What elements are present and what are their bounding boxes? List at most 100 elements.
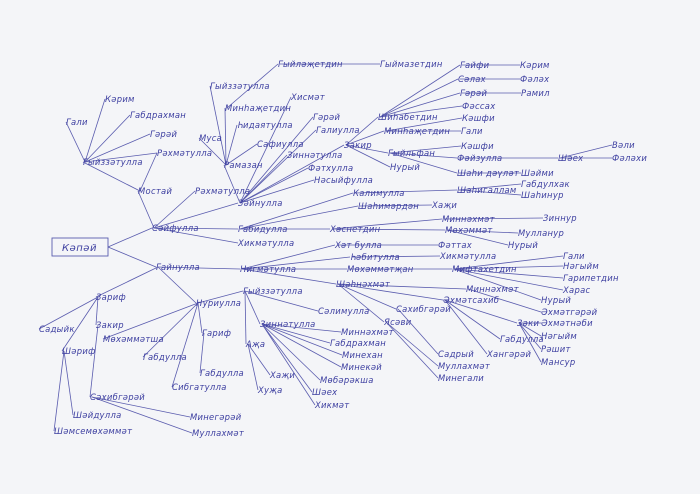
edge-n77-n80	[518, 322, 542, 350]
edge-n75-n77	[444, 299, 518, 324]
root-label: Кәпәй	[62, 243, 97, 254]
node-n67: Хикмәтулла	[439, 251, 496, 261]
node-n84: Габдулла	[500, 334, 544, 344]
node-n101: Габдулла	[143, 352, 187, 362]
edge-n61-n62	[241, 244, 336, 270]
node-n41: Гали	[461, 126, 483, 136]
node-n107: Миннәхмәт	[341, 327, 395, 337]
node-n57: Мөхәммәт	[445, 225, 493, 235]
edge-n4-n6	[84, 98, 106, 163]
node-n69: Гали	[563, 251, 585, 261]
edge-n28-n31	[345, 144, 389, 154]
edge-n11-n24	[239, 129, 317, 204]
edge-n14-n17	[209, 85, 227, 166]
edge-n2-n98	[157, 266, 197, 304]
node-n28: Закир	[344, 140, 372, 150]
node-n56: Миннәхмәт	[442, 214, 496, 224]
node-n90: Закир	[96, 320, 124, 330]
edge-n3-n4	[82, 161, 141, 192]
node-n21: Гыймазетдин	[380, 59, 443, 69]
node-n63: Һәбитулла	[350, 252, 400, 262]
node-n64: Мөхәммәтҗан	[347, 264, 414, 274]
node-n51: Фәләхи	[612, 153, 647, 163]
edge-n102-n104	[199, 332, 205, 374]
edge-n12-n34	[239, 205, 359, 230]
node-n74: Миннәхмәт	[466, 284, 520, 294]
node-n58: Зиннур	[543, 213, 577, 223]
edge-n11-n14	[223, 164, 241, 204]
node-n73: Нурый	[541, 295, 571, 305]
edge-n74-n76	[467, 288, 542, 313]
node-n114: Аҗа	[245, 339, 265, 349]
node-n66: Фәттах	[438, 240, 473, 250]
node-n35: Хәснетдин	[329, 224, 381, 234]
edge-n105-n113	[261, 323, 316, 406]
edge-n48-n53	[458, 183, 522, 191]
node-n104: Габдулла	[200, 368, 244, 378]
edge-n48-n54	[458, 189, 522, 196]
node-n4: Гыйззәтулла	[83, 157, 143, 167]
edge-n63-n67	[351, 255, 441, 258]
node-n37: Сәлах	[458, 74, 487, 84]
edge-n3-n9	[139, 152, 158, 192]
node-n62: Хәт булла	[334, 240, 382, 250]
edge-root-n2	[107, 246, 157, 268]
edge-n4-n5	[65, 121, 86, 163]
node-n3: Мостай	[138, 186, 172, 196]
edge-n92-n94	[53, 350, 65, 432]
edge-n105-n111	[261, 323, 321, 381]
node-n13: Хикмәтулла	[237, 238, 294, 248]
edge-n34-n55	[359, 204, 433, 207]
edge-n95-n96	[91, 396, 191, 418]
edges	[38, 63, 613, 434]
edge-n98-n102	[197, 302, 203, 334]
edge-n105-n107	[261, 323, 342, 333]
edge-n57-n60	[446, 229, 509, 246]
edge-n29-n39	[379, 105, 463, 118]
node-n111: Мөбәрәкша	[320, 375, 374, 385]
node-n19: Һидаятулла	[237, 120, 293, 130]
edge-n68-n72	[453, 268, 564, 291]
node-n55: Хаҗи	[431, 200, 457, 210]
node-n59: Мулланур	[518, 228, 564, 238]
node-n2: Гайнулла	[156, 262, 200, 272]
edge-n83-n88	[385, 321, 439, 379]
node-n113: Хикмәт	[314, 400, 350, 410]
edge-n56-n58	[443, 217, 544, 220]
edge-n28-n30	[345, 130, 385, 146]
edge-n65-n75	[337, 283, 444, 301]
node-n109: Минехан	[342, 350, 383, 360]
node-n43: Фәләх	[520, 74, 550, 84]
labels: КәпәйСәйфуллаГайнуллаМостайГыйззәтуллаГа…	[39, 59, 647, 438]
edge-n18-n20	[226, 63, 279, 109]
node-n72: Харас	[562, 285, 591, 295]
edge-n1-n13	[153, 227, 239, 244]
node-n112: Шәех	[312, 387, 338, 397]
edge-n29-n36	[379, 64, 461, 118]
edge-n75-n85	[444, 299, 488, 355]
edge-n98-n99	[197, 290, 244, 304]
node-n47: Шаһи дәүләт	[457, 168, 520, 178]
node-n16: Сафиулла	[257, 139, 304, 149]
edge-n11-n26	[239, 167, 309, 204]
node-n17: Гыйззәтулла	[210, 81, 270, 91]
node-n53: Габдулхак	[521, 179, 570, 189]
node-n33: Калимулла	[353, 188, 405, 198]
edge-n28-n32	[345, 144, 391, 168]
edge-n114-n116	[247, 343, 259, 391]
node-n82: Сахибгәрәй	[396, 304, 451, 314]
node-n80: Рәшит	[541, 344, 572, 354]
edge-n11-n22	[239, 96, 292, 204]
node-n91: Садыйк	[39, 324, 75, 334]
edge-n31-n47	[389, 152, 458, 174]
node-n31: Гыйльфан	[388, 148, 435, 158]
node-n38: Гәрәй	[460, 88, 487, 98]
edge-n98-n101	[142, 302, 199, 358]
edge-n1-n11	[153, 202, 239, 229]
edge-n75-n84	[444, 299, 501, 340]
edge-n61-n63	[241, 256, 351, 270]
edge-n11-n23	[239, 116, 314, 204]
edge-n57-n59	[446, 229, 519, 234]
edge-n89-n92	[61, 296, 99, 352]
edge-n68-n71	[453, 268, 564, 279]
